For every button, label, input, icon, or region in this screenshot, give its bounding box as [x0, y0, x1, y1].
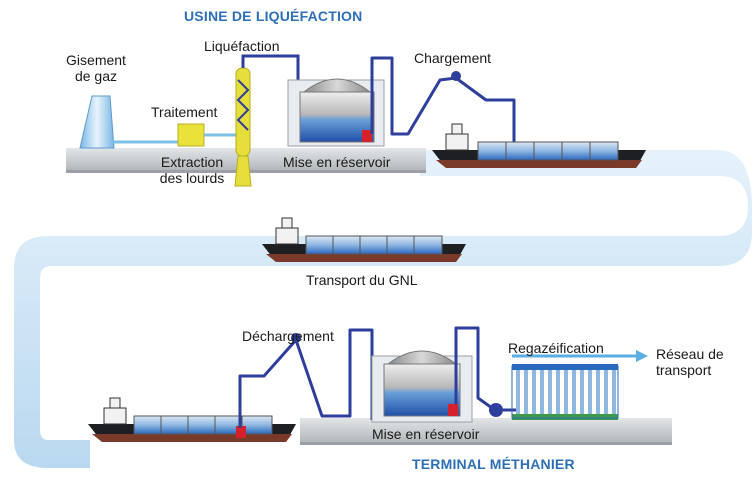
regas-pipe	[454, 326, 493, 410]
regas-label: Regazéification	[508, 340, 604, 356]
network-label-line2: transport	[656, 362, 712, 378]
gas-field-label: Gisement de gaz	[58, 52, 134, 84]
network-label-line1: Réseau de	[656, 346, 724, 362]
unloading-label: Déchargement	[242, 328, 334, 344]
treatment-unit	[177, 123, 205, 147]
ship-valve	[236, 426, 246, 438]
unloading-joint	[291, 333, 301, 343]
treatment-label: Traitement	[151, 104, 218, 120]
extraction-label-line2: des lourds	[159, 170, 225, 186]
tank-valve-top	[362, 130, 372, 142]
lng-carrier-transport	[262, 217, 466, 262]
loading-joint	[451, 71, 461, 81]
extraction-label: Extraction des lourds	[152, 154, 232, 186]
network-label: Réseau de transport	[656, 346, 724, 378]
liquefaction-label: Liquéfaction	[204, 38, 280, 54]
storage-bottom-label: Mise en réservoir	[372, 426, 480, 442]
storage-tank-top	[299, 91, 375, 143]
gas-field-label-line1: Gisement	[66, 52, 126, 68]
transport-label: Transport du GNL	[306, 272, 418, 288]
plant-header: USINE DE LIQUÉFACTION	[184, 8, 363, 24]
pump-icon	[489, 403, 503, 417]
terminal-header: TERMINAL MÉTHANIER	[412, 456, 575, 472]
loading-pipe	[370, 56, 516, 142]
lng-carrier-unloading	[88, 397, 296, 442]
tank-valve-bottom	[448, 404, 458, 416]
storage-tank-bottom	[383, 363, 461, 417]
unloading-pipe	[238, 328, 374, 428]
storage-top-label: Mise en réservoir	[283, 154, 391, 170]
regasification-unit	[511, 364, 619, 420]
gas-field-label-line2: de gaz	[74, 68, 118, 84]
gas-field-tower	[79, 95, 115, 149]
lng-carrier-loading	[432, 123, 646, 168]
terminal-ground	[300, 418, 672, 444]
loading-label: Chargement	[414, 50, 492, 66]
extraction-label-line1: Extraction	[160, 154, 224, 170]
